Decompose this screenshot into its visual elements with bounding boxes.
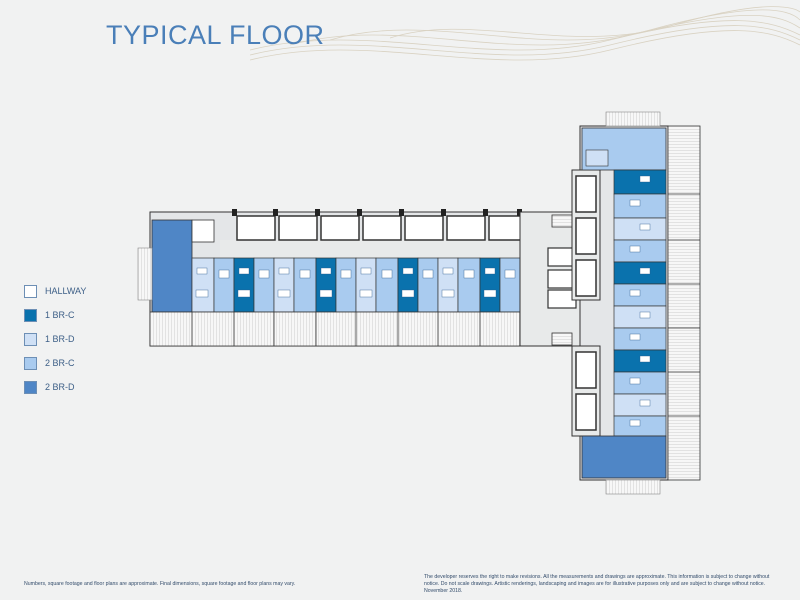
legend-label: 2 BR-C (45, 358, 75, 368)
legend-label: 1 BR-C (45, 310, 75, 320)
legend-label: 1 BR-D (45, 334, 75, 344)
west-balconies (149, 311, 521, 347)
legend-label: HALLWAY (45, 286, 87, 296)
east-wing-units (613, 169, 667, 437)
footer-disclaimer-right: The developer reserves the right to make… (424, 574, 770, 594)
legend-label: 2 BR-D (45, 382, 75, 392)
unit-2brd-south (581, 435, 667, 479)
legend-swatch (24, 333, 37, 346)
legend-swatch (24, 381, 37, 394)
legend-swatch (24, 285, 37, 298)
legend-swatch (24, 309, 37, 322)
west-wing-units (191, 257, 521, 313)
footer-disclaimer-left: Numbers, square footage and floor plans … (24, 581, 296, 587)
page-title: TYPICAL FLOOR (106, 20, 325, 50)
decorative-wave-lines (250, 6, 800, 61)
unit-2brd-west (151, 219, 193, 313)
west-corridor (220, 240, 530, 258)
east-balconies (667, 125, 701, 481)
north-service-rooms (236, 215, 522, 241)
legend-swatch (24, 357, 37, 370)
